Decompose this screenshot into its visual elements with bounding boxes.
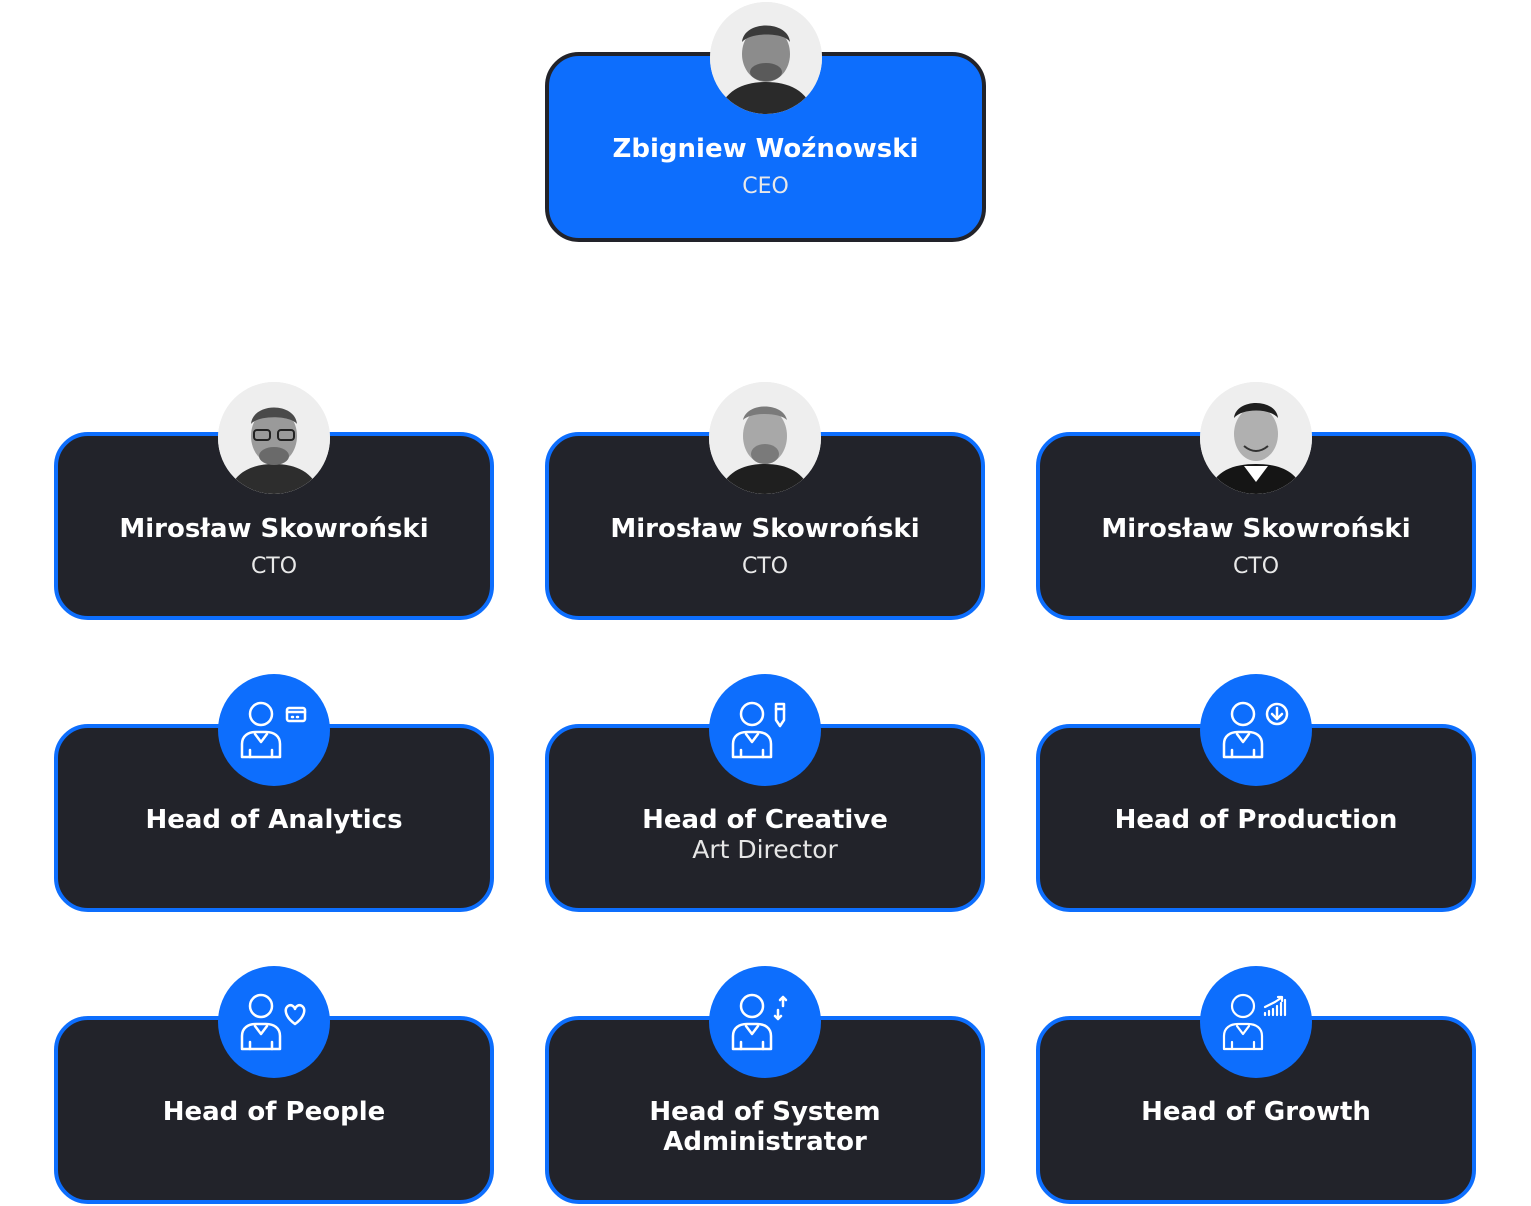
department-subtitle: Art Director bbox=[692, 835, 838, 864]
person-photo-icon bbox=[1200, 382, 1312, 494]
executive-name: Mirosław Skowroński bbox=[119, 514, 429, 544]
person-heart-icon bbox=[218, 966, 330, 1078]
department-title: Head of System Administrator bbox=[649, 1097, 881, 1157]
person-download-icon bbox=[1200, 674, 1312, 786]
executive-card: Mirosław Skowroński CTO bbox=[545, 382, 985, 620]
department-title: Head of Production bbox=[1114, 805, 1398, 835]
executive-avatar bbox=[709, 382, 821, 494]
executive-avatar bbox=[218, 382, 330, 494]
executive-role: CTO bbox=[741, 554, 789, 579]
executive-card: Mirosław Skowroński CTO bbox=[54, 382, 494, 620]
department-card: Head of Creative Art Director bbox=[545, 674, 985, 912]
ceo-card: Zbigniew Woźnowski CEO bbox=[545, 2, 986, 242]
executive-card: Mirosław Skowroński CTO bbox=[1036, 382, 1476, 620]
person-arrows-icon bbox=[709, 966, 821, 1078]
executive-name: Mirosław Skowroński bbox=[610, 514, 920, 544]
executive-role: CTO bbox=[250, 554, 298, 579]
department-title: Head of Creative bbox=[642, 805, 888, 835]
department-card: Head of Analytics bbox=[54, 674, 494, 912]
executive-avatar bbox=[1200, 382, 1312, 494]
person-photo-icon bbox=[709, 2, 822, 114]
department-title: Head of Analytics bbox=[145, 805, 403, 835]
person-photo-icon bbox=[218, 382, 330, 494]
person-chart-icon bbox=[1200, 966, 1312, 1078]
executive-name: Mirosław Skowroński bbox=[1101, 514, 1411, 544]
department-card: Head of Growth bbox=[1036, 966, 1476, 1204]
department-title: Head of People bbox=[162, 1097, 386, 1127]
ceo-avatar bbox=[709, 2, 822, 114]
person-pencil-icon bbox=[709, 674, 821, 786]
department-card: Head of System Administrator bbox=[545, 966, 985, 1204]
person-photo-icon bbox=[709, 382, 821, 494]
person-card-icon bbox=[218, 674, 330, 786]
department-card: Head of People bbox=[54, 966, 494, 1204]
executive-role: CTO bbox=[1232, 554, 1280, 579]
ceo-name: Zbigniew Woźnowski bbox=[612, 134, 919, 164]
department-title: Head of Growth bbox=[1141, 1097, 1371, 1127]
department-card: Head of Production bbox=[1036, 674, 1476, 912]
ceo-role: CEO bbox=[742, 174, 789, 199]
